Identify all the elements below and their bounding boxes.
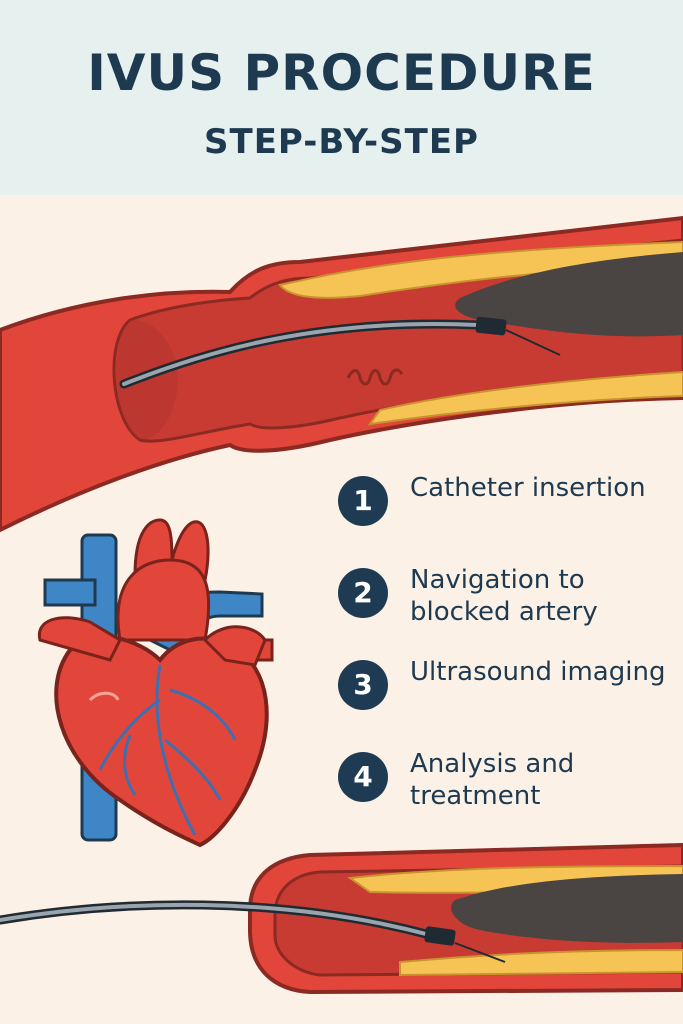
upper-artery [0, 215, 683, 533]
pulmonary-branch-left [43, 578, 97, 607]
upper-plaque-dark [455, 252, 683, 337]
step-label: Catheter insertion [410, 473, 646, 503]
step-3: 3 Ultrasound imaging [338, 654, 678, 746]
step-label: Navigation to blocked artery [410, 565, 598, 627]
coronary-vessels [98, 664, 237, 836]
right-atrium [202, 625, 267, 667]
step-2: 2 Navigation to blocked artery [338, 562, 678, 654]
header-banner: IVUS PROCEDURE STEP-BY-STEP [0, 0, 683, 195]
lower-artery [0, 842, 683, 995]
lower-catheter-tip [424, 926, 456, 946]
aortic-arch [116, 558, 211, 642]
upper-squiggle [346, 368, 404, 386]
heart-highlight [88, 691, 120, 702]
upper-plaque-yellow-bottom [367, 370, 683, 426]
step-4: 4 Analysis and treatment [338, 746, 678, 838]
step-1: 1 Catheter insertion [338, 470, 678, 562]
step-number-badge: 2 [338, 568, 388, 618]
step-number-badge: 4 [338, 752, 388, 802]
left-atrium [37, 616, 122, 662]
page-subtitle: STEP-BY-STEP [204, 122, 479, 162]
procedure-steps: 1 Catheter insertion 2 Navigation to blo… [338, 470, 678, 838]
page-title: IVUS PROCEDURE [87, 44, 596, 102]
upper-catheter-tip [475, 316, 507, 336]
heart-illustration [37, 518, 274, 848]
lower-plaque-dark [451, 874, 683, 943]
step-label: Analysis and treatment [410, 749, 575, 811]
step-label: Ultrasound imaging [410, 657, 666, 687]
step-number-badge: 3 [338, 660, 388, 710]
step-number-badge: 1 [338, 476, 388, 526]
